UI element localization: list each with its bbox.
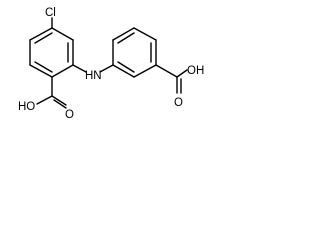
bond-ring-to-amine <box>72 64 87 73</box>
right-acid-hydroxyl-label: OH <box>187 65 204 77</box>
bond-left-acid-co-2 <box>53 99 67 109</box>
bond-left-acid-oh <box>36 95 53 105</box>
chemical-structure-diagram: Cl HN HO O OH O <box>18 7 204 121</box>
left-acid-hydroxyl-label: HO <box>18 101 35 113</box>
bond-left-ring-1 <box>29 27 53 41</box>
bond-left-ring-2 <box>51 27 74 41</box>
right-benzene-ring <box>112 27 157 78</box>
chloro-label: Cl <box>45 7 56 19</box>
right-acid-carbonyl-oxygen-label: O <box>174 97 183 109</box>
bond-amine-to-ring <box>99 64 114 73</box>
left-benzene-ring <box>29 27 74 78</box>
bond-right-ring-double-1 <box>117 32 135 44</box>
bond-left-ring-double-1 <box>34 32 53 44</box>
bond-right-acid-oh <box>176 69 188 78</box>
bond-right-ring-5 <box>133 64 157 78</box>
bond-left-ring-double-3 <box>34 61 53 73</box>
bond-right-ring-3 <box>133 27 157 41</box>
amine-label: HN <box>85 70 102 82</box>
left-acid-carbonyl-oxygen-label: O <box>65 109 74 121</box>
bond-right-ring-6 <box>112 64 135 78</box>
bond-right-ring-2 <box>112 27 135 41</box>
bond-left-acid-co-1 <box>51 95 67 106</box>
left-carboxylic-acid <box>36 76 67 109</box>
bond-left-ring-5 <box>29 64 53 78</box>
bond-left-ring-4 <box>51 64 74 78</box>
right-carboxylic-acid <box>155 64 188 94</box>
bond-right-acid-ring <box>155 64 178 78</box>
bond-right-ring-double-3 <box>117 61 135 73</box>
